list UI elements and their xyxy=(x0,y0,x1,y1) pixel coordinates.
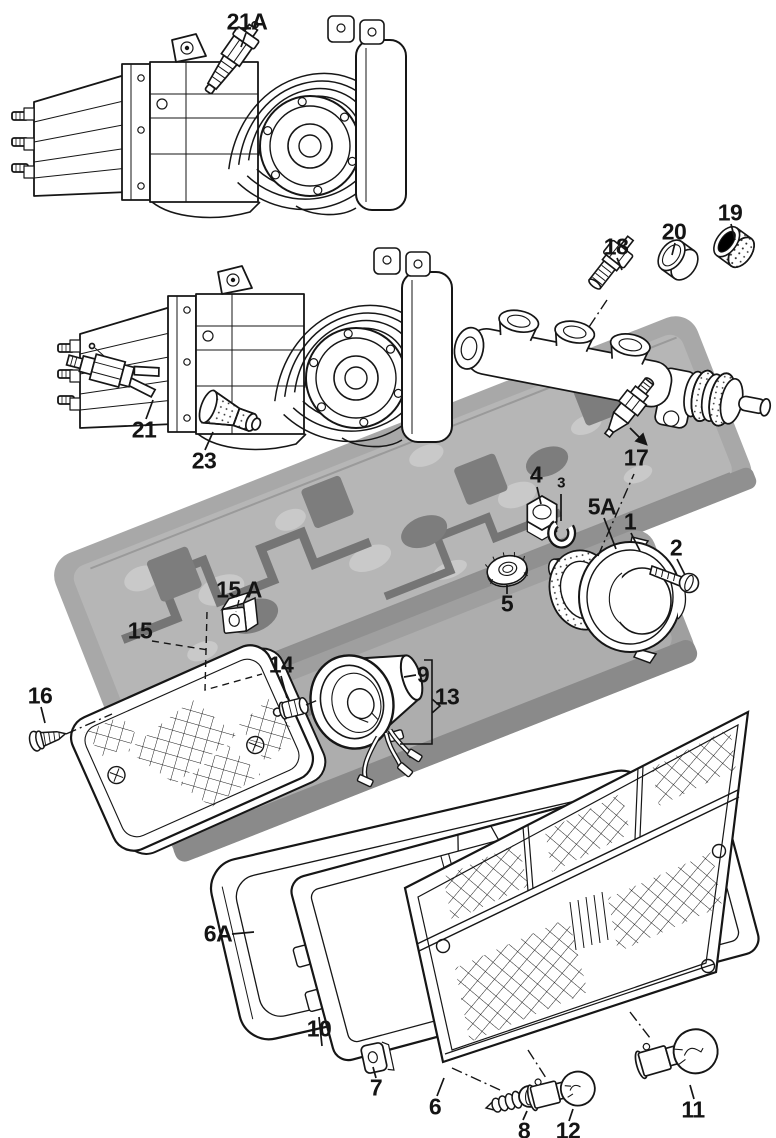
leader-4 xyxy=(536,486,542,505)
callout-8: 8 xyxy=(517,1117,531,1138)
leader-23 xyxy=(204,431,214,451)
switch-21 xyxy=(65,342,160,398)
leader-1 xyxy=(630,532,641,552)
lens-6 xyxy=(403,710,750,1064)
callout-7: 7 xyxy=(369,1074,383,1101)
push-rod-boot xyxy=(683,369,772,427)
callout-19: 19 xyxy=(717,199,743,226)
leader-8 xyxy=(522,1110,528,1121)
leader-21a xyxy=(240,32,247,48)
callout-5: 5 xyxy=(500,590,514,617)
leader-7 xyxy=(372,1066,377,1079)
callout-13: 13 xyxy=(434,683,460,710)
leader-2 xyxy=(676,558,686,576)
zone-15-dashed xyxy=(151,599,263,691)
arrow-17 xyxy=(629,427,648,446)
callout-6: 6 xyxy=(428,1093,442,1120)
wires-13 xyxy=(356,728,423,788)
gearbox-variant-1 xyxy=(11,15,407,219)
screw-2 xyxy=(649,564,700,594)
leader-6 xyxy=(436,1077,445,1097)
callout-18: 18 xyxy=(603,233,629,260)
leader-lines xyxy=(40,32,736,1122)
switch-18 xyxy=(588,235,635,290)
leader-9 xyxy=(403,674,417,678)
callout-5A: 5A xyxy=(587,493,617,520)
cap-19 xyxy=(713,225,755,269)
leader-21 xyxy=(145,399,154,420)
clip-7 xyxy=(360,1041,395,1074)
leader-16 xyxy=(40,706,46,724)
callout-10: 10 xyxy=(306,1015,332,1042)
leader-14 xyxy=(280,675,288,699)
leader-20 xyxy=(671,242,676,256)
washer-3 xyxy=(547,520,577,549)
callout-1: 1 xyxy=(623,508,637,535)
callout-17: 17 xyxy=(623,444,649,471)
cone-23 xyxy=(198,389,262,432)
callout-16: 16 xyxy=(27,682,53,709)
leader-6a xyxy=(231,931,255,935)
callout-23: 23 xyxy=(191,447,217,474)
bulb-14 xyxy=(272,697,309,720)
leader-11 xyxy=(689,1084,695,1100)
screw-16 xyxy=(28,730,68,752)
callout-11: 11 xyxy=(681,1096,705,1123)
callout-15: 15 xyxy=(127,617,153,644)
callout-21: 21 xyxy=(131,416,157,443)
bulb-11 xyxy=(634,1028,719,1080)
leader-12 xyxy=(568,1108,574,1122)
leader-19 xyxy=(730,223,736,241)
master-cylinder xyxy=(453,309,772,429)
leader-18 xyxy=(616,257,623,271)
callout-15A: 15 A xyxy=(216,576,262,603)
clip-15a xyxy=(220,591,259,634)
callout-4: 4 xyxy=(529,461,543,488)
callout-3: 3 xyxy=(557,474,565,492)
cup-20 xyxy=(657,239,699,281)
callout-9: 9 xyxy=(416,661,430,688)
callout-2: 2 xyxy=(669,534,683,561)
switch-17 xyxy=(603,377,655,439)
callout-14: 14 xyxy=(268,651,294,678)
nut-5 xyxy=(484,552,529,588)
assembly-axes xyxy=(65,299,651,1091)
callout-6A: 6A xyxy=(203,920,233,947)
leader-5a xyxy=(603,517,617,550)
callout-12: 12 xyxy=(555,1117,581,1138)
bracket-13 xyxy=(400,659,442,745)
bulb-12 xyxy=(526,1070,596,1112)
callout-20: 20 xyxy=(661,218,687,245)
front-lens xyxy=(69,644,327,855)
callout-21A: 21A xyxy=(226,8,268,35)
leader-10 xyxy=(318,1016,323,1047)
bulb-holder-9 xyxy=(309,654,424,750)
